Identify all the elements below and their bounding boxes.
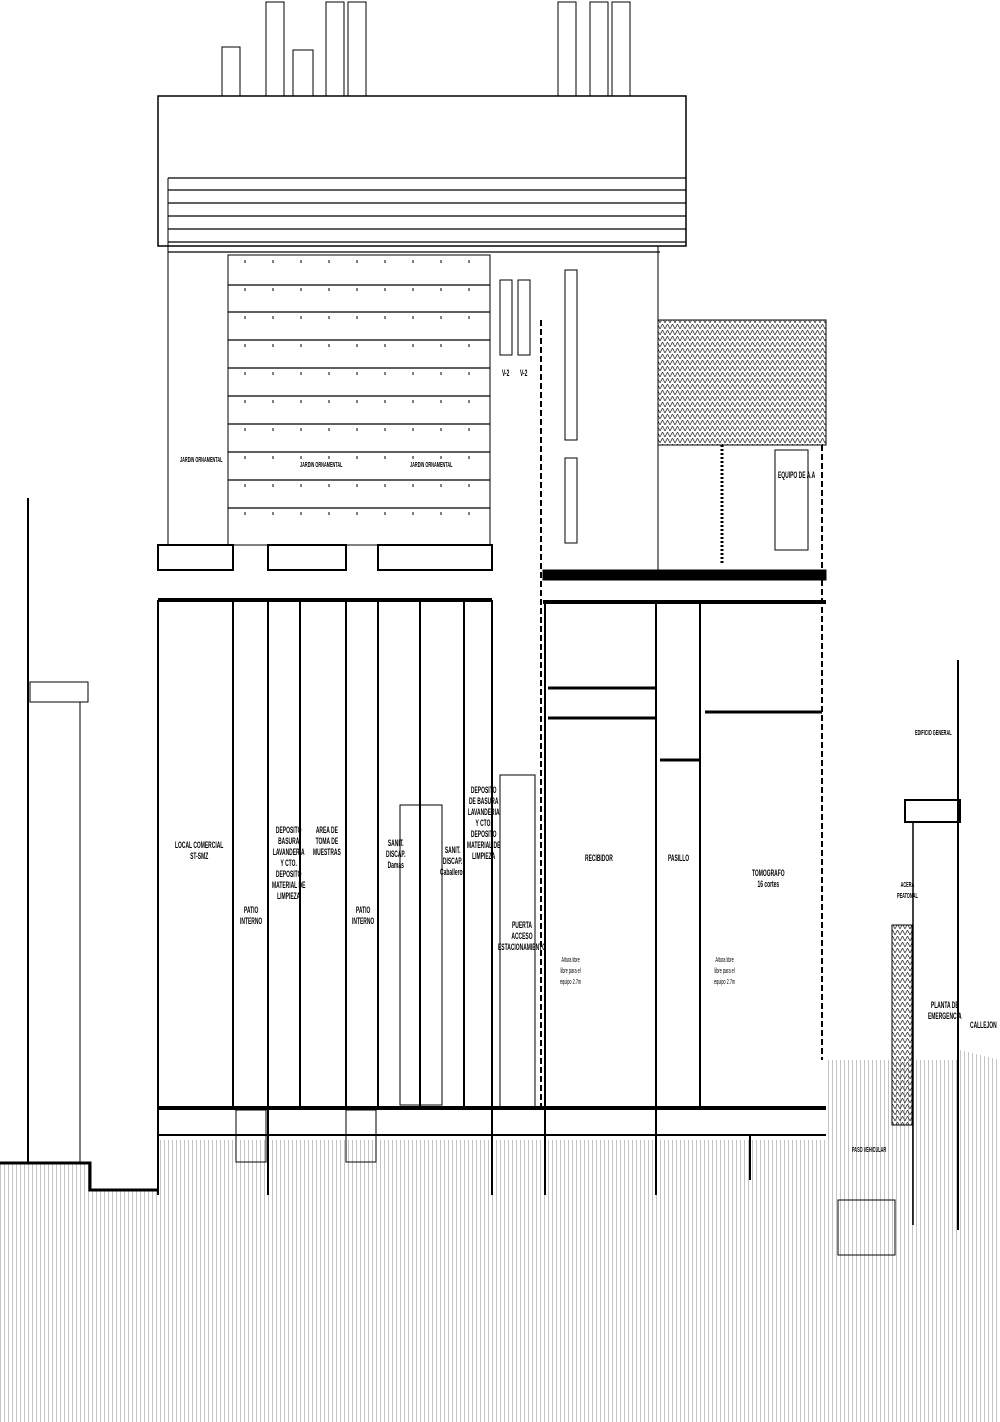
label-v2-b: V-2 — [520, 368, 528, 378]
label-equipo-aa: EQUIPO DE A.A — [778, 470, 816, 480]
label-jardin-2: JARDIN ORNAMENTAL — [300, 462, 343, 469]
label-callejon: CALLEJON — [970, 1020, 997, 1030]
building-upper — [157, 1, 687, 570]
room-label-sanit-caballeros: SANIT. DISCAP. Caballeros — [440, 845, 466, 877]
room-label-recibidor: RECIBIDOR — [585, 853, 613, 863]
room-label-puerta-acceso: PUERTA ACCESO ESTACIONAMIENTO — [498, 920, 546, 952]
room-label-toma-muestras: AREA DE TOMA DE MUESTRAS — [313, 825, 341, 857]
label-edificio: EDIFICIO GENERAL — [915, 730, 952, 737]
room-label-patio-interno-1: PATIO INTERNO — [240, 905, 263, 926]
roof-aa — [657, 319, 827, 1060]
room-label-local-comercial: LOCAL COMERCIAL ST-SMZ — [175, 840, 224, 861]
room-label-pasillo: PASILLO — [668, 853, 690, 863]
label-jardin-3: JARDIN ORNAMENTAL — [410, 462, 453, 469]
room-label-tomografo: TOMOGRAFO 16 cortes — [752, 868, 785, 889]
room-label-sanit-damas: SANIT. DISCAP. Damas — [386, 838, 406, 870]
label-planta-emergencia: PLANTA DE EMERGENCIA — [928, 1000, 962, 1021]
label-jardin-1: JARDIN ORNAMENTAL — [180, 457, 223, 464]
room-label-patio-interno-2: PATIO INTERNO — [352, 905, 375, 926]
label-v2-a: V-2 — [502, 368, 510, 378]
room-label-deposito-basura-2: DEPOSITO DE BASURA LAVANDERIA Y CTO. DEP… — [467, 785, 501, 861]
neighbor-right — [837, 660, 961, 1256]
note-tomografo: Altura libre libre para el equipo 2.7m — [714, 957, 736, 986]
neighbor-left — [27, 498, 89, 1163]
facade-grid — [227, 254, 578, 1110]
note-recibidor: Altura libre libre para el equipo 2.7m — [560, 957, 582, 986]
walls — [157, 600, 751, 1195]
label-acera: ACERA PEATONAL — [897, 882, 918, 900]
room-label-deposito-basura-1: DEPOSITO BASURA LAVANDERIA Y CTO. DEPOSI… — [272, 825, 306, 901]
label-paso-vehicular: PASO VEHICULAR — [852, 1147, 887, 1154]
